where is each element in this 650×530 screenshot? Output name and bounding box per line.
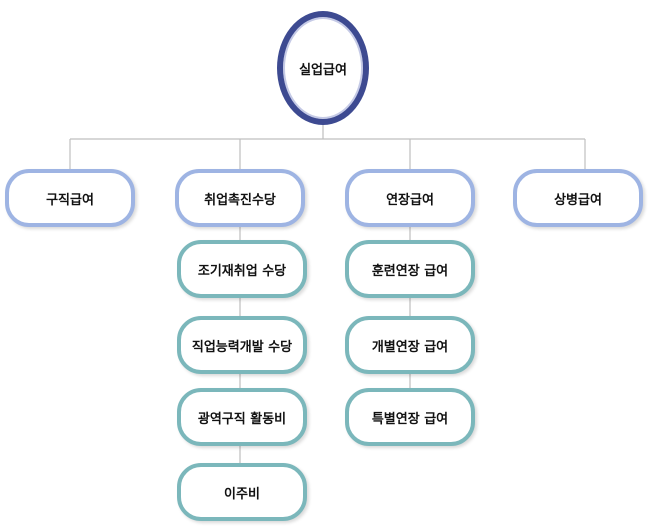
category-label: 연장급여 [386,192,434,208]
category-label: 구직급여 [46,192,94,208]
category-label: 취업촉진수당 [204,192,276,208]
category-label: 상병급여 [554,192,602,208]
child-node-training-extension: 훈련연장 급여 [345,240,475,298]
root-node: 실업급여 [277,11,369,125]
child-label: 훈련연장 급여 [371,263,449,279]
child-label: 광역구직 활동비 [197,411,287,427]
child-node-wide-area-job-search: 광역구직 활동비 [177,388,307,446]
category-node-job-seeking: 구직급여 [5,169,135,227]
child-node-individual-extension: 개별연장 급여 [345,316,475,374]
category-node-extended: 연장급여 [345,169,475,227]
child-label: 이주비 [224,486,260,502]
child-label: 조기재취업 수당 [197,263,287,279]
child-label: 특별연장 급여 [371,411,449,427]
child-node-early-reemployment: 조기재취업 수당 [177,240,307,298]
child-label: 직업능력개발 수당 [191,339,293,355]
root-label: 실업급여 [299,62,347,78]
child-node-special-extension: 특별연장 급여 [345,388,475,446]
category-node-employment-promotion: 취업촉진수당 [175,169,305,227]
child-node-vocational-development: 직업능력개발 수당 [177,316,307,374]
child-label: 개별연장 급여 [371,339,449,355]
category-node-sickness: 상병급여 [513,169,643,227]
child-node-relocation: 이주비 [177,463,307,521]
